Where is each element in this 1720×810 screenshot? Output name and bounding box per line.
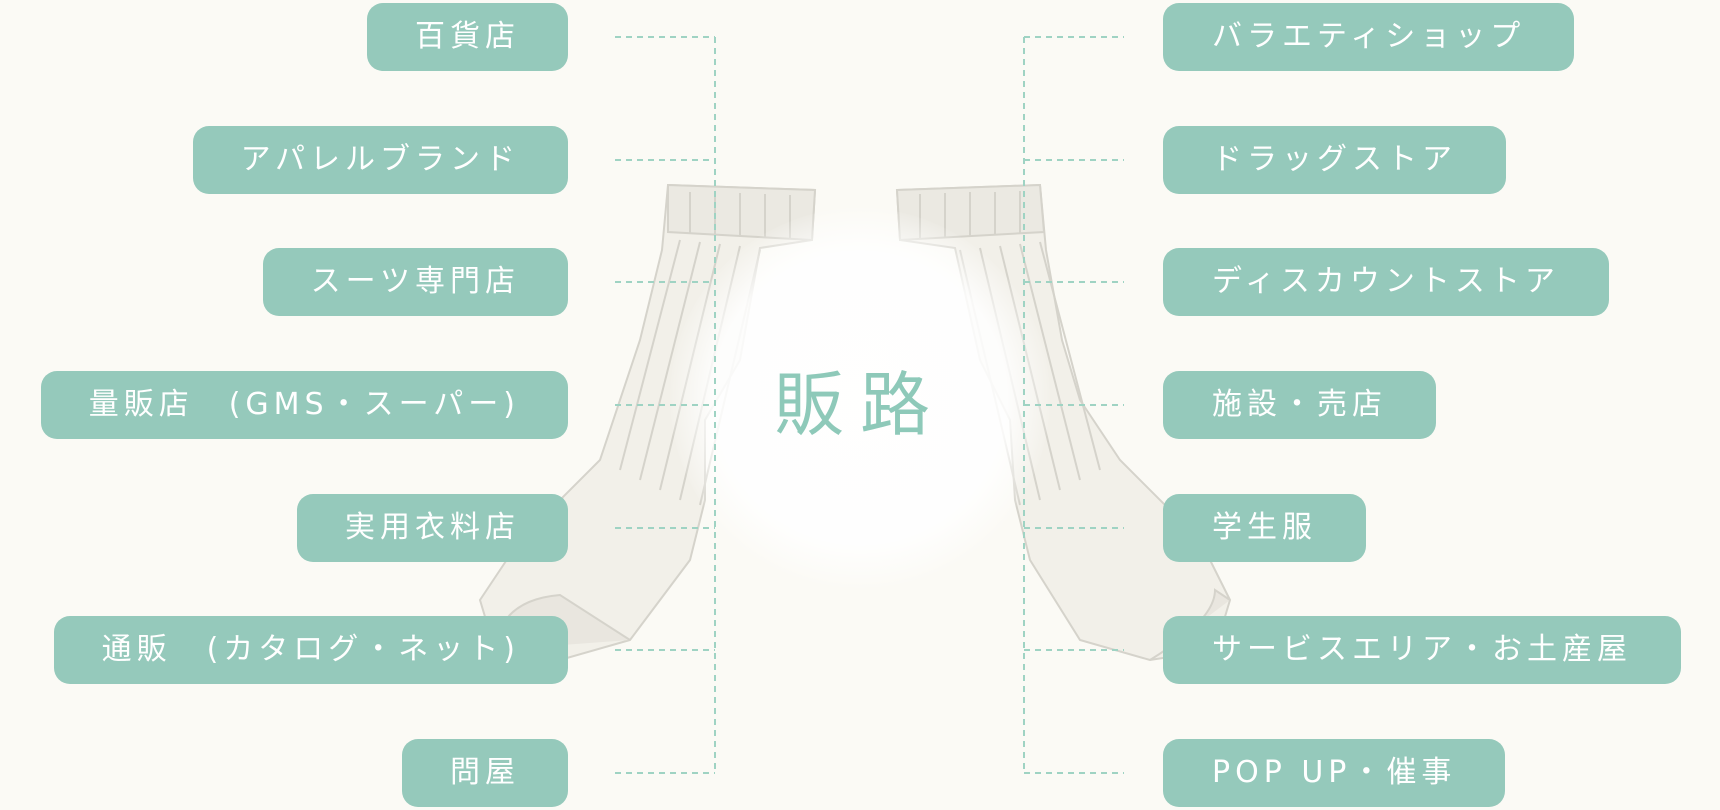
channel-facility-shop: 施設・売店 [1163, 371, 1436, 439]
channel-mail-order: 通販 (カタログ・ネット) [53, 616, 568, 684]
channel-service-area: サービスエリア・お土産屋 [1163, 616, 1681, 684]
channel-variety-shop: バラエティショップ [1163, 3, 1575, 71]
center-highlight [670, 208, 1050, 588]
channel-suit-specialty: スーツ専門店 [262, 248, 568, 316]
diagram-title: 販路 [774, 364, 946, 446]
channel-wholesaler: 問屋 [402, 739, 568, 807]
channel-mass-retailer: 量販店 (GMS・スーパー) [40, 371, 568, 439]
channel-apparel-brand: アパレルブランド [192, 126, 568, 194]
channel-drugstore: ドラッグストア [1163, 126, 1506, 194]
channel-school-uniform: 学生服 [1163, 494, 1366, 562]
channel-popup-event: POP UP・催事 [1163, 739, 1506, 807]
channel-department-store: 百貨店 [367, 3, 568, 71]
channel-discount-store: ディスカウントストア [1163, 248, 1609, 316]
channel-clothing-store: 実用衣料店 [297, 494, 568, 562]
